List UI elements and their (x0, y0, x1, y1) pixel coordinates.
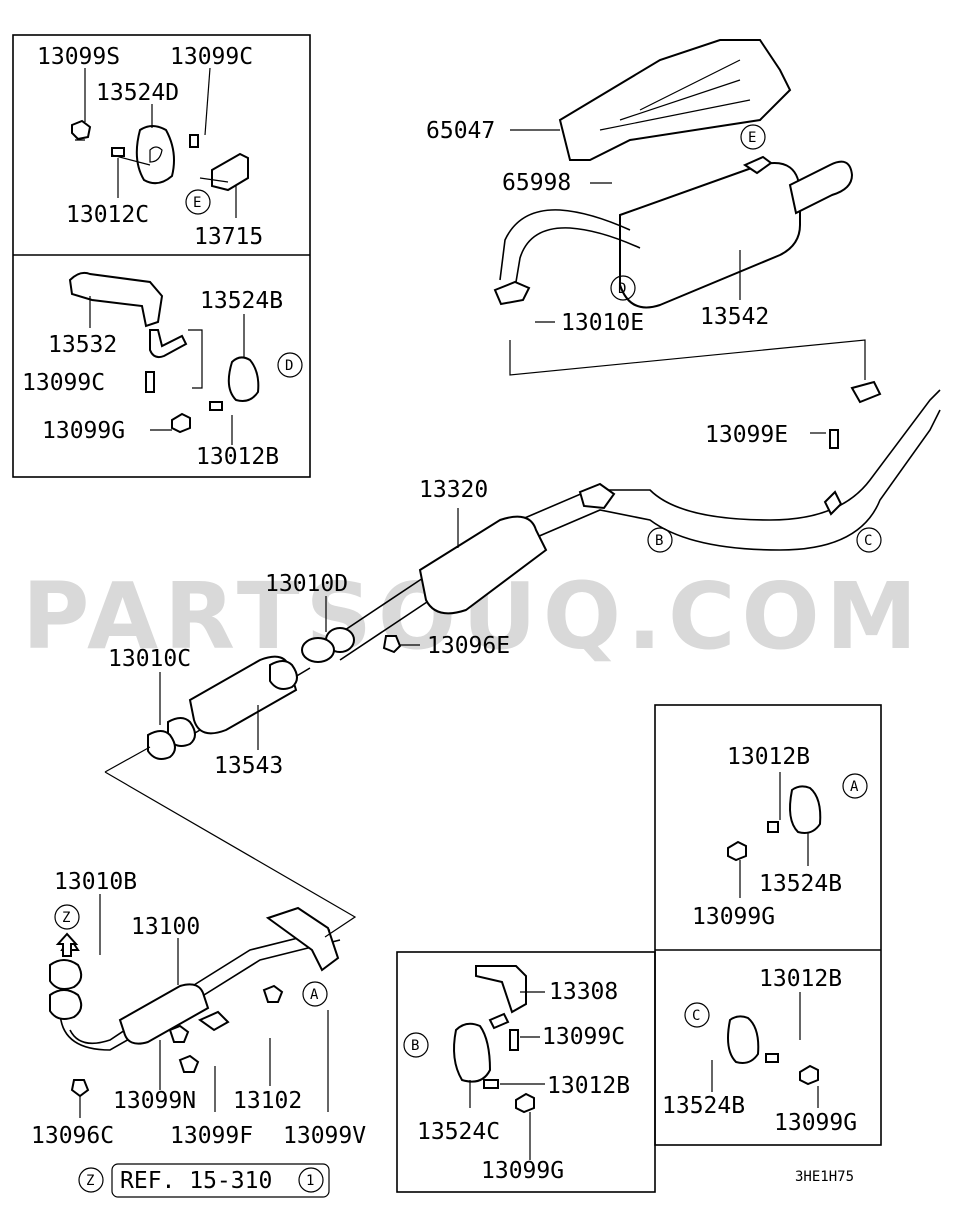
part-label-13524b: 13524B (200, 288, 283, 314)
part-label-13308: 13308 (549, 979, 618, 1005)
inset-box-bottom (396, 951, 656, 1193)
part-label-13099c: 13099C (22, 370, 105, 396)
part-label-13012b: 13012B (759, 966, 842, 992)
callout-z-label: Z (62, 910, 70, 926)
part-label-13012b: 13012B (196, 444, 279, 470)
callout-e-top-left: E (185, 189, 211, 215)
callout-d-right: D (610, 275, 636, 301)
part-label-13010d: 13010D (265, 571, 348, 597)
callout-d-label: D (618, 281, 626, 297)
callout-b-label: B (411, 1038, 419, 1054)
part-label-65998: 65998 (502, 170, 571, 196)
part-label-13099e: 13099E (705, 422, 788, 448)
callout-b-center: B (647, 527, 673, 553)
pre-muffler-13543 (147, 655, 311, 760)
part-label-13099s: 13099S (37, 44, 120, 70)
hanger-c-assembly (727, 1015, 819, 1086)
callout-a-front: A (302, 981, 328, 1007)
center-pipe-13320 (301, 380, 941, 663)
part-label-13532: 13532 (48, 332, 117, 358)
callout-a-right-inset: A (842, 773, 868, 799)
callout-e-right: E (740, 124, 766, 150)
part-label-13524b: 13524B (759, 871, 842, 897)
heat-protector-65047 (558, 39, 792, 161)
part-label-13099g: 13099G (774, 1110, 857, 1136)
part-label-13010e: 13010E (561, 310, 644, 336)
part-label-13099f: 13099F (170, 1123, 253, 1149)
callout-c-bottom: C (684, 1002, 710, 1028)
part-label-13010b: 13010B (54, 869, 137, 895)
leader-lines (79, 67, 826, 1160)
callout-e-label: E (193, 195, 201, 211)
main-muffler-13542 (493, 155, 854, 309)
hanger-a-assembly (727, 785, 822, 862)
reference-text: REF. 15-310 (120, 1168, 272, 1194)
part-label-65047: 65047 (426, 118, 495, 144)
reference-note: Z REF. 15-310 1 (78, 1163, 330, 1198)
reference-callout-z: Z (86, 1173, 94, 1189)
part-label-13102: 13102 (233, 1088, 302, 1114)
part-label-13543: 13543 (214, 753, 283, 779)
assembly-guide-lines (75, 139, 866, 938)
callout-a-label: A (850, 779, 859, 795)
front-pipe-13100 (49, 906, 341, 1098)
part-label-13099c: 13099C (170, 44, 253, 70)
part-label-13100: 13100 (131, 914, 200, 940)
diagram-code: 3HE1H75 (795, 1169, 854, 1185)
arrow-up-icon (55, 932, 79, 957)
callout-c-label: C (692, 1008, 700, 1024)
inset-box-top-left (12, 34, 311, 478)
callout-z-front: Z (54, 904, 80, 930)
reference-circled-number: 1 (306, 1173, 314, 1189)
callout-c-label: C (864, 533, 872, 549)
part-label-13524c: 13524C (417, 1119, 500, 1145)
callout-a-label: A (310, 987, 319, 1003)
pipe-bracket-13532 (68, 271, 260, 434)
inset-box-right (654, 704, 882, 1146)
callout-b-label: B (655, 533, 663, 549)
part-label-13010c: 13010C (108, 646, 191, 672)
part-label-13099g: 13099G (692, 904, 775, 930)
part-label-13012b: 13012B (727, 744, 810, 770)
part-label-13099g: 13099G (481, 1158, 564, 1184)
part-label-13096c: 13096C (31, 1123, 114, 1149)
part-label-13524d: 13524D (96, 80, 179, 106)
callout-b-bottom: B (403, 1032, 429, 1058)
callout-d-label: D (285, 358, 293, 374)
part-label-13012c: 13012C (66, 202, 149, 228)
part-label-13012b: 13012B (547, 1073, 630, 1099)
part-label-13524b: 13524B (662, 1093, 745, 1119)
part-label-13099v: 13099V (283, 1123, 366, 1149)
part-label-13320: 13320 (419, 477, 488, 503)
callout-e-label: E (748, 130, 756, 146)
part-labels: 13099S 13099C 13524D 13012C 13715 13532 … (22, 44, 857, 1184)
part-label-13099g: 13099G (42, 418, 125, 444)
part-label-13096e: 13096E (427, 633, 510, 659)
part-label-13715: 13715 (194, 224, 263, 250)
callout-c-center: C (856, 527, 882, 553)
callout-d-left: D (277, 352, 303, 378)
hanger-b-assembly (453, 965, 535, 1114)
part-label-13099c: 13099C (542, 1024, 625, 1050)
part-label-13542: 13542 (700, 304, 769, 330)
hanger-bracket-assembly-e (71, 119, 249, 192)
part-label-13099n: 13099N (113, 1088, 196, 1114)
